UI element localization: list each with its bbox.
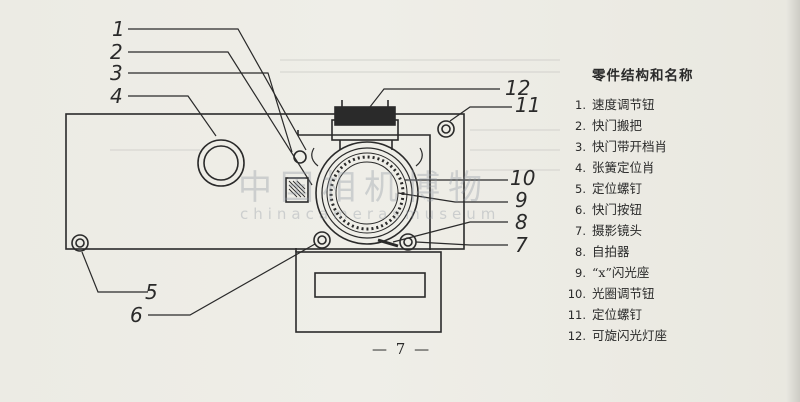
watermark-english: chinacamerasmuseum <box>240 205 501 223</box>
parts-list-title: 零件结构和名称 <box>592 68 694 84</box>
lower-panel <box>295 251 442 333</box>
part-item: 10.光圈调节钮 <box>567 286 655 301</box>
callout-1: 1 <box>112 17 125 41</box>
part-item: 1.速度调节钮 <box>575 97 655 112</box>
knurl <box>288 180 306 198</box>
callout-10: 10 <box>510 166 535 190</box>
callout-6: 6 <box>130 303 143 327</box>
bleed-through-lines <box>110 59 560 171</box>
viewfinder-window <box>314 272 426 298</box>
shutter-button-6 <box>313 231 331 249</box>
screw-11 <box>437 120 455 138</box>
self-timer-lever <box>377 238 399 248</box>
watermark-chinese: 中国相机博物 <box>238 168 490 208</box>
callout-4: 4 <box>110 84 123 108</box>
part-item: 4.张簧定位肖 <box>575 160 655 175</box>
lens-ring-2 <box>321 147 413 239</box>
part-item: 3.快门带开档肖 <box>575 139 668 154</box>
speed-knob-inner <box>203 145 239 181</box>
part-item: 6.快门按钮 <box>575 202 643 217</box>
callout-12: 12 <box>505 76 530 100</box>
leader-lines <box>81 28 512 316</box>
screw-5 <box>71 234 89 252</box>
callout-3: 3 <box>110 61 123 85</box>
flash-mount-shoe <box>334 106 396 126</box>
speed-knob-outer <box>197 139 245 187</box>
lens-housing <box>297 130 431 250</box>
page-number: — 7 — <box>372 340 432 358</box>
part-item: 7.摄影镜头 <box>575 223 643 238</box>
part-item: 5.定位螺钉 <box>575 181 643 196</box>
callout-7: 7 <box>515 233 528 257</box>
callout-11: 11 <box>515 93 540 117</box>
callout-2: 2 <box>110 40 123 64</box>
lens-ring-3 <box>326 152 408 234</box>
callout-5: 5 <box>145 280 158 304</box>
part-item: 11.定位螺钉 <box>567 307 643 322</box>
part-item: 8.自拍器 <box>575 244 630 259</box>
part-item: 2.快门搬把 <box>575 118 643 133</box>
lens-aperture-ring <box>329 155 405 231</box>
callout-9: 9 <box>515 188 528 212</box>
part-item: 12.可旋闪光灯座 <box>567 328 668 343</box>
callout-8: 8 <box>515 210 528 234</box>
lens-outer-ring <box>315 141 419 245</box>
shutter-pin-block <box>285 177 309 203</box>
camera-body <box>65 113 465 250</box>
part-item: 9.“x”闪光座 <box>575 265 650 280</box>
